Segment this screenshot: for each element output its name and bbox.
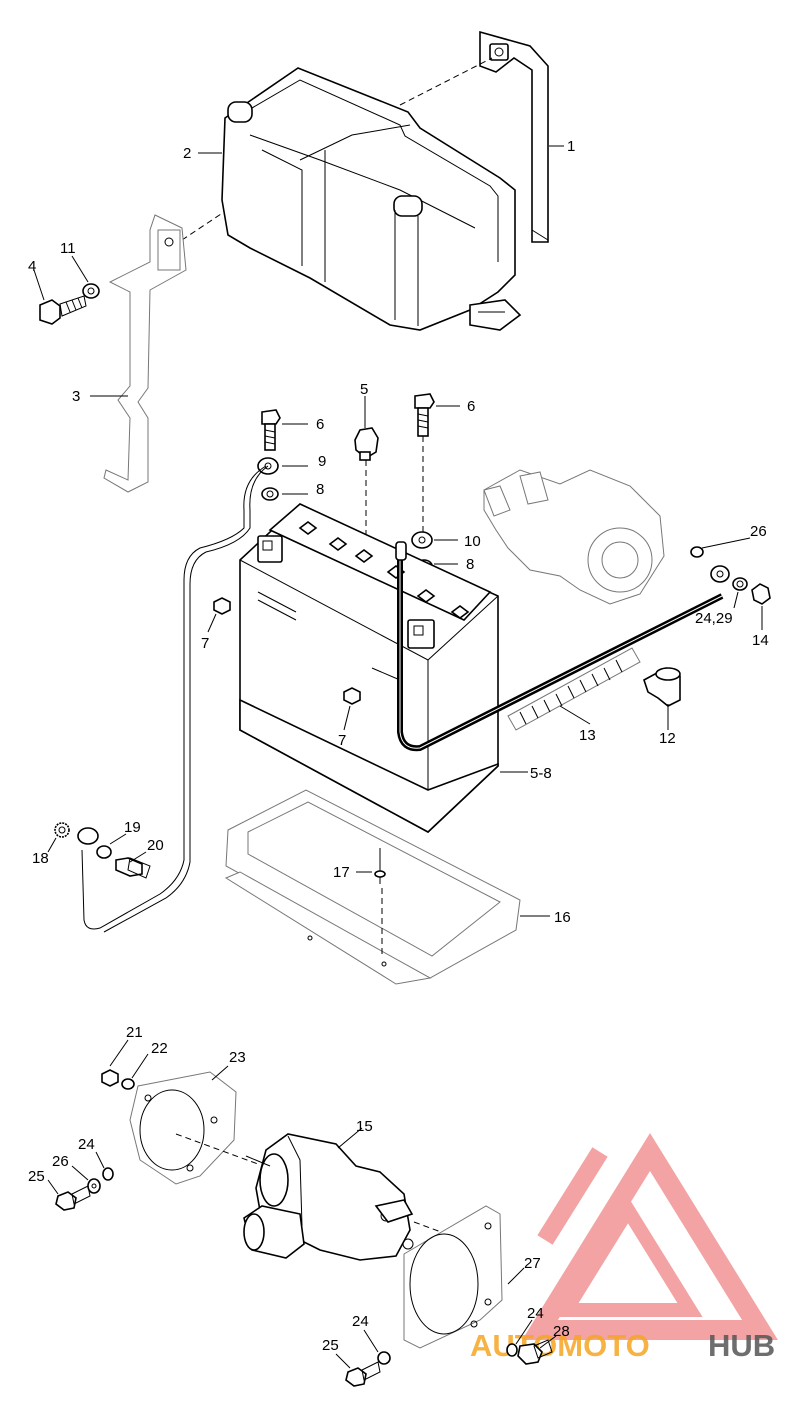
nut-part-7-right bbox=[343, 687, 361, 705]
battery-part-5-8 bbox=[239, 503, 499, 833]
washer-part-24-left bbox=[102, 1167, 114, 1181]
callout-label-28: 28 bbox=[553, 1323, 570, 1340]
washer-part-8-left bbox=[261, 487, 279, 501]
flange-plate-part-27 bbox=[403, 1205, 503, 1349]
callout-label-22: 22 bbox=[151, 1040, 168, 1057]
bracket-part-3 bbox=[90, 214, 187, 493]
callout-label-21: 21 bbox=[126, 1024, 143, 1041]
plate-part-23 bbox=[129, 1071, 237, 1185]
callout-label-27: 27 bbox=[524, 1255, 541, 1272]
callout-label-8-right: 8 bbox=[466, 556, 474, 573]
ground-cable bbox=[81, 465, 267, 930]
pin-part-17 bbox=[374, 848, 386, 884]
callout-label-7-left: 7 bbox=[201, 635, 209, 652]
callout-label-3: 3 bbox=[72, 388, 80, 405]
callout-label-25-bottom: 25 bbox=[322, 1337, 339, 1354]
callout-label-26-left: 26 bbox=[52, 1153, 69, 1170]
callout-label-17: 17 bbox=[333, 864, 350, 881]
terminal-boot-part-12 bbox=[643, 667, 681, 707]
callout-label-1: 1 bbox=[567, 138, 575, 155]
bolt-part-6-right bbox=[414, 393, 435, 437]
bolt-part-4 bbox=[39, 295, 87, 325]
callout-label-6-right: 6 bbox=[467, 398, 475, 415]
callout-label-18: 18 bbox=[32, 850, 49, 867]
nut-part-14 bbox=[751, 583, 771, 605]
nut-part-21 bbox=[101, 1069, 119, 1087]
bolt-part-25-left bbox=[55, 1185, 91, 1211]
callout-label-12: 12 bbox=[659, 730, 676, 747]
ring-terminal-part-19 bbox=[77, 827, 99, 845]
washer-part-26-top bbox=[690, 546, 704, 558]
washer-part-24-29 bbox=[732, 577, 748, 591]
washer-part-10 bbox=[411, 531, 433, 549]
callout-label-20: 20 bbox=[147, 837, 164, 854]
callout-label-13: 13 bbox=[579, 727, 596, 744]
callout-label-6-left: 6 bbox=[316, 416, 324, 433]
lock-washer-part-18 bbox=[54, 822, 70, 838]
callout-label-24-bottom-right: 24 bbox=[527, 1305, 544, 1322]
watermark-text-part2: HUB bbox=[708, 1328, 775, 1363]
washer-part-22 bbox=[121, 1078, 135, 1090]
bracket-part-1 bbox=[479, 30, 549, 243]
callout-label-2: 2 bbox=[183, 145, 191, 162]
sleeve-part-13 bbox=[507, 647, 641, 731]
callout-label-5-top: 5 bbox=[360, 381, 368, 398]
nut-part-7-left bbox=[213, 597, 231, 615]
callout-label-15: 15 bbox=[356, 1118, 373, 1135]
callout-label-26-top: 26 bbox=[750, 523, 767, 540]
callout-label-23: 23 bbox=[229, 1049, 246, 1066]
starter-motor-ghost bbox=[483, 469, 665, 605]
callout-label-16: 16 bbox=[554, 909, 571, 926]
callout-label-5-8: 5-8 bbox=[530, 765, 552, 782]
callout-label-4: 4 bbox=[28, 258, 36, 275]
watermark-logo bbox=[522, 1132, 778, 1340]
battery-tray-part-16 bbox=[224, 789, 521, 985]
washer-part-26-left bbox=[87, 1178, 101, 1194]
bolt-part-28 bbox=[517, 1339, 553, 1365]
callout-label-19: 19 bbox=[124, 819, 141, 836]
washer-part-24-bottom bbox=[377, 1351, 391, 1365]
bolt-part-6-left bbox=[261, 409, 281, 451]
bolt-part-20 bbox=[115, 857, 151, 879]
battery-cover-part-2 bbox=[221, 67, 522, 331]
washer-part-24-bottom-right bbox=[506, 1343, 518, 1357]
watermark-text-part1: AUTOMOTO bbox=[470, 1328, 650, 1363]
callout-label-14: 14 bbox=[752, 632, 769, 649]
callout-label-24-bottom: 24 bbox=[352, 1313, 369, 1330]
callout-label-25-left: 25 bbox=[28, 1168, 45, 1185]
callout-label-10: 10 bbox=[464, 533, 481, 550]
callout-label-9: 9 bbox=[318, 453, 326, 470]
starter-motor-part-15 bbox=[243, 1133, 414, 1261]
bolt-part-25-bottom bbox=[345, 1361, 381, 1387]
callout-label-24-29: 24,29 bbox=[695, 610, 733, 627]
vent-cap-part-5 bbox=[354, 427, 379, 461]
callout-label-11: 11 bbox=[60, 240, 76, 257]
callout-label-7-right: 7 bbox=[338, 732, 346, 749]
washer-part-11 bbox=[82, 283, 100, 299]
callout-label-8-left: 8 bbox=[316, 481, 324, 498]
callout-label-24-left: 24 bbox=[78, 1136, 95, 1153]
